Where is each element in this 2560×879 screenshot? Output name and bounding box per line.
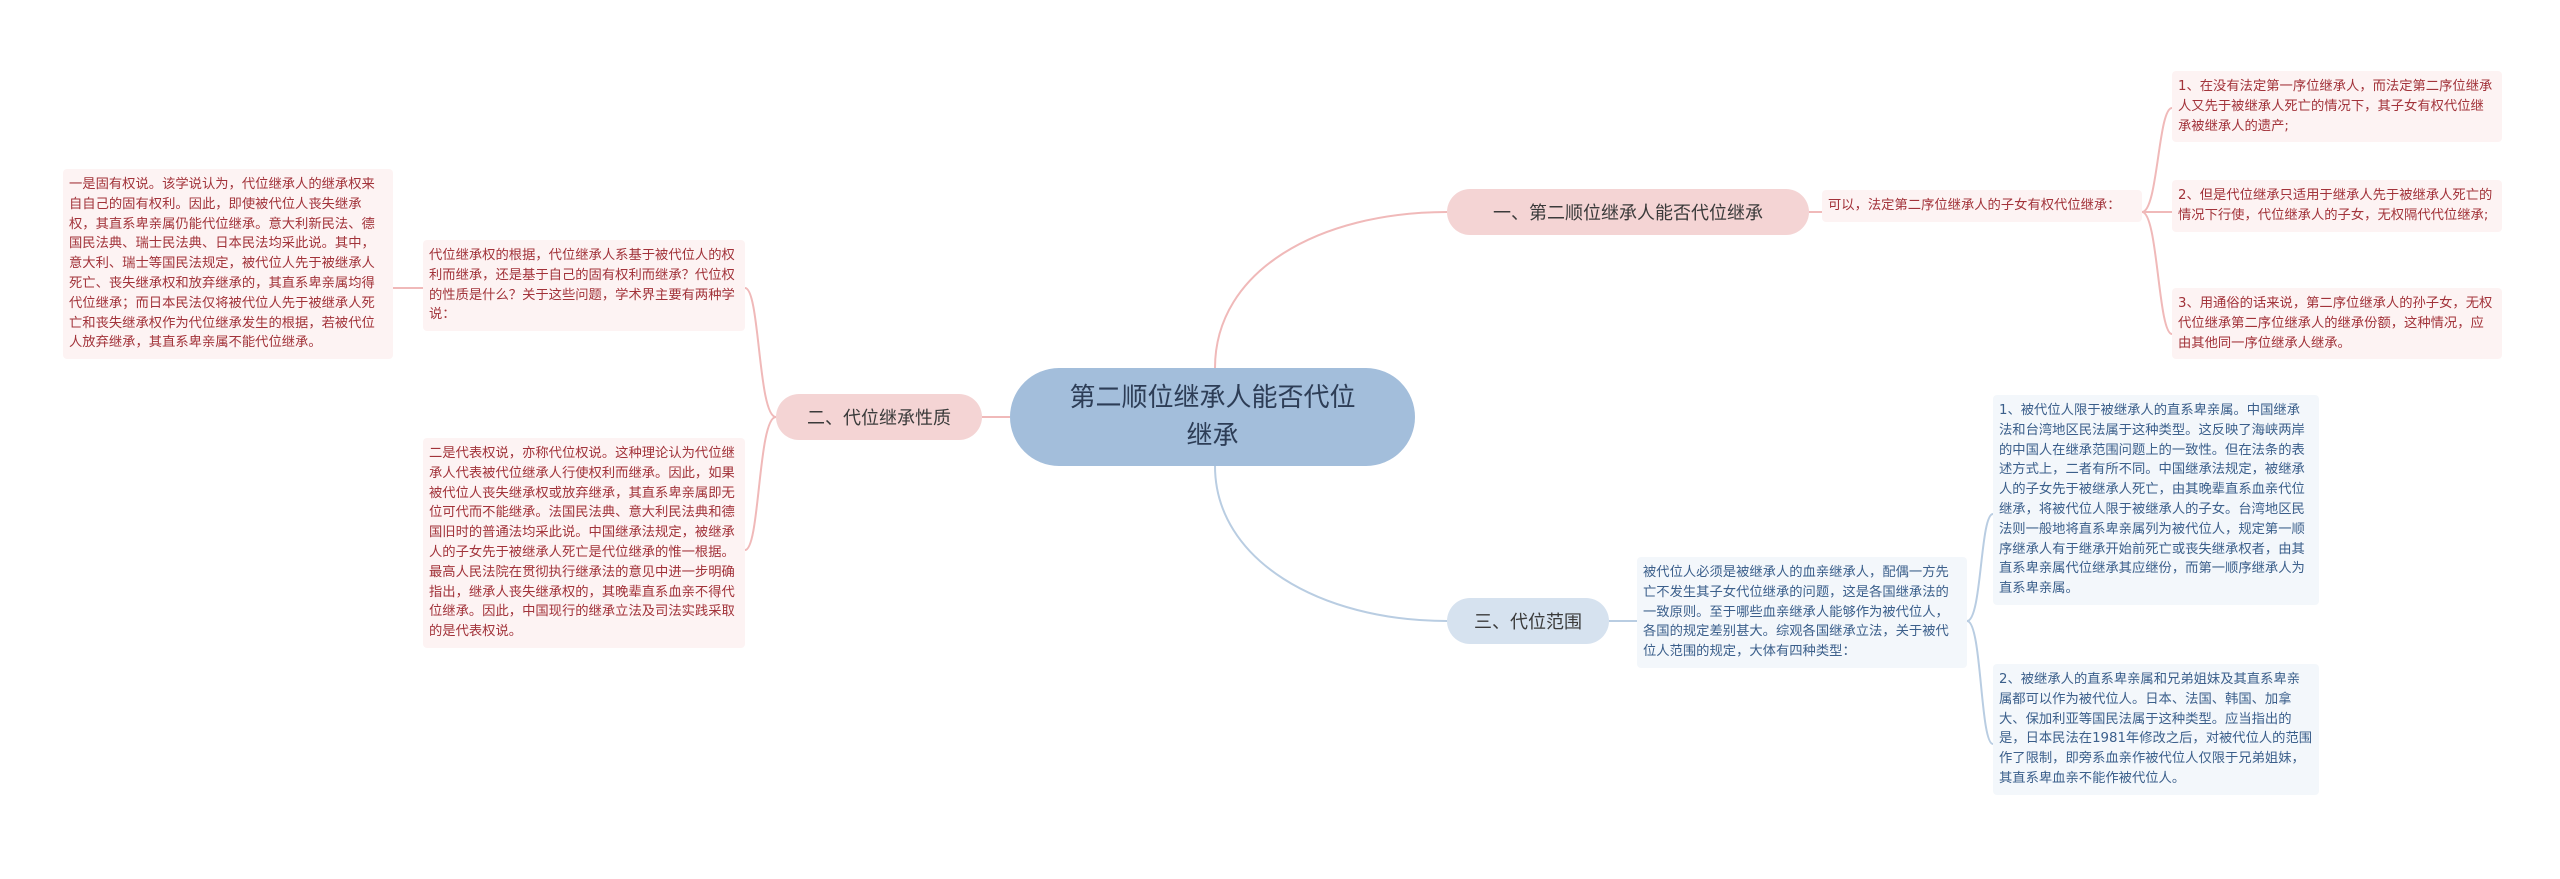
branch-second-order-representation[interactable]: 一、第二顺位继承人能否代位继承 (1447, 189, 1809, 235)
branch-representation-nature[interactable]: 二、代位继承性质 (776, 394, 982, 440)
branch2-inherent-right-theory[interactable]: 一是固有权说。该学说认为，代位继承人的继承权来自自己的固有权利。因此，即使被代位… (63, 169, 393, 360)
link-b2-l2 (744, 416, 777, 551)
link-sum-b2 (1966, 620, 1994, 745)
link-root-b1 (1214, 211, 1448, 369)
branch1-point-3[interactable]: 3、用通俗的话来说，第二序位继承人的孙子女，无权代位继承第二序位继承人的继承份额… (2172, 288, 2502, 360)
link-b2-l1a (744, 287, 777, 418)
branch1-summary[interactable]: 可以，法定第二序位继承人的子女有权代位继承： (1822, 190, 2142, 222)
root-topic[interactable]: 第二顺位继承人能否代位继承 (1010, 368, 1415, 466)
branch3-type-2[interactable]: 2、被继承人的直系卑亲属和兄弟姐妹及其直系卑亲属都可以作为被代位人。日本、法国、… (1993, 664, 2319, 795)
branch2-basis-question[interactable]: 代位继承权的根据，代位继承人系基于被代位人的权利而继承，还是基于自己的固有权利而… (423, 240, 745, 332)
branch1-point-1[interactable]: 1、在没有法定第一序位继承人，而法定第二序位继承人又先于被继承人死亡的情况下，其… (2172, 71, 2502, 143)
link-sum-b1 (1966, 513, 1994, 622)
branch1-point-2[interactable]: 2、但是代位继承只适用于继承人先于被继承人死亡的情况下行使，代位继承人的子女，无… (2172, 180, 2502, 232)
branch3-summary[interactable]: 被代位人必须是被继承人的血亲继承人，配偶一方先亡不发生其子女代位继承的问题，这是… (1637, 557, 1967, 668)
branch2-representation-theory[interactable]: 二是代表权说，亦称代位权说。这种理论认为代位继承人代表被代位继承人行使权利而继承… (423, 438, 745, 648)
link-root-b3 (1214, 465, 1448, 622)
branch-representation-scope[interactable]: 三、代位范围 (1447, 598, 1609, 644)
link-sum-r3 (2141, 211, 2173, 335)
link-sum-r1 (2141, 107, 2173, 213)
branch3-type-1[interactable]: 1、被代位人限于被继承人的直系卑亲属。中国继承法和台湾地区民法属于这种类型。这反… (1993, 395, 2319, 605)
